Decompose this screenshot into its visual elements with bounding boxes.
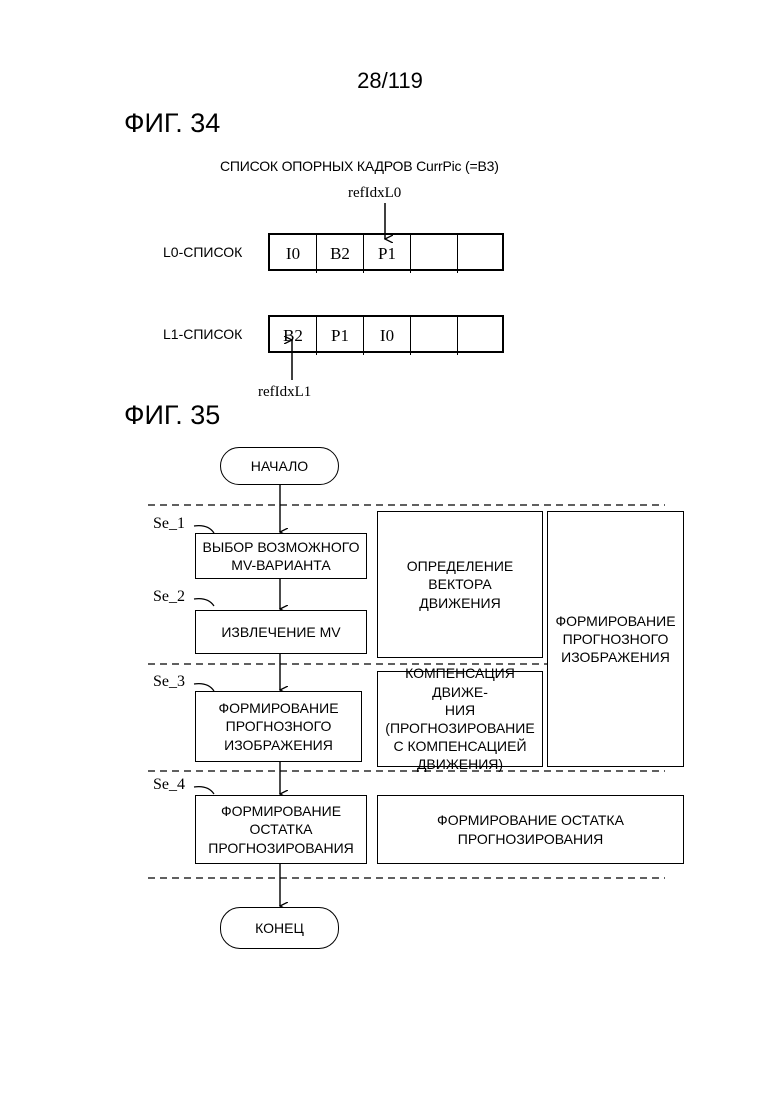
step-leader <box>194 526 214 533</box>
step-id-se3: Se_3 <box>153 673 185 691</box>
residual-box: ФОРМИРОВАНИЕ ОСТАТКА ПРОГНОЗИРОВАНИЯ <box>377 795 684 864</box>
step-id-se1: Se_1 <box>153 515 185 533</box>
prediction-image-box: ФОРМИРОВАНИЕ ПРОГНОЗНОГО ИЗОБРАЖЕНИЯ <box>547 511 684 767</box>
step-box-mv-extraction: ИЗВЛЕЧЕНИЕ MV <box>195 610 367 654</box>
step-box-prediction-image: ФОРМИРОВАНИЕ ПРОГНОЗНОГО ИЗОБРАЖЕНИЯ <box>195 691 362 762</box>
step-id-se4: Se_4 <box>153 776 185 794</box>
motion-vector-box: ОПРЕДЕЛЕНИЕ ВЕКТОРА ДВИЖЕНИЯ <box>377 511 543 658</box>
step-leader <box>194 684 214 691</box>
start-terminal: НАЧАЛО <box>220 447 339 485</box>
end-terminal: КОНЕЦ <box>220 907 339 949</box>
motion-compensation-box: КОМПЕНСАЦИЯ ДВИЖЕ- НИЯ (ПРОГНОЗИРОВАНИЕ … <box>377 671 543 767</box>
step-box-mv-candidate: ВЫБОР ВОЗМОЖНОГО MV-ВАРИАНТА <box>195 533 367 579</box>
step-leader <box>194 599 214 606</box>
step-id-se2: Se_2 <box>153 588 185 606</box>
step-leader <box>194 787 214 794</box>
step-box-residual: ФОРМИРОВАНИЕ ОСТАТКА ПРОГНОЗИРОВАНИЯ <box>195 795 367 864</box>
